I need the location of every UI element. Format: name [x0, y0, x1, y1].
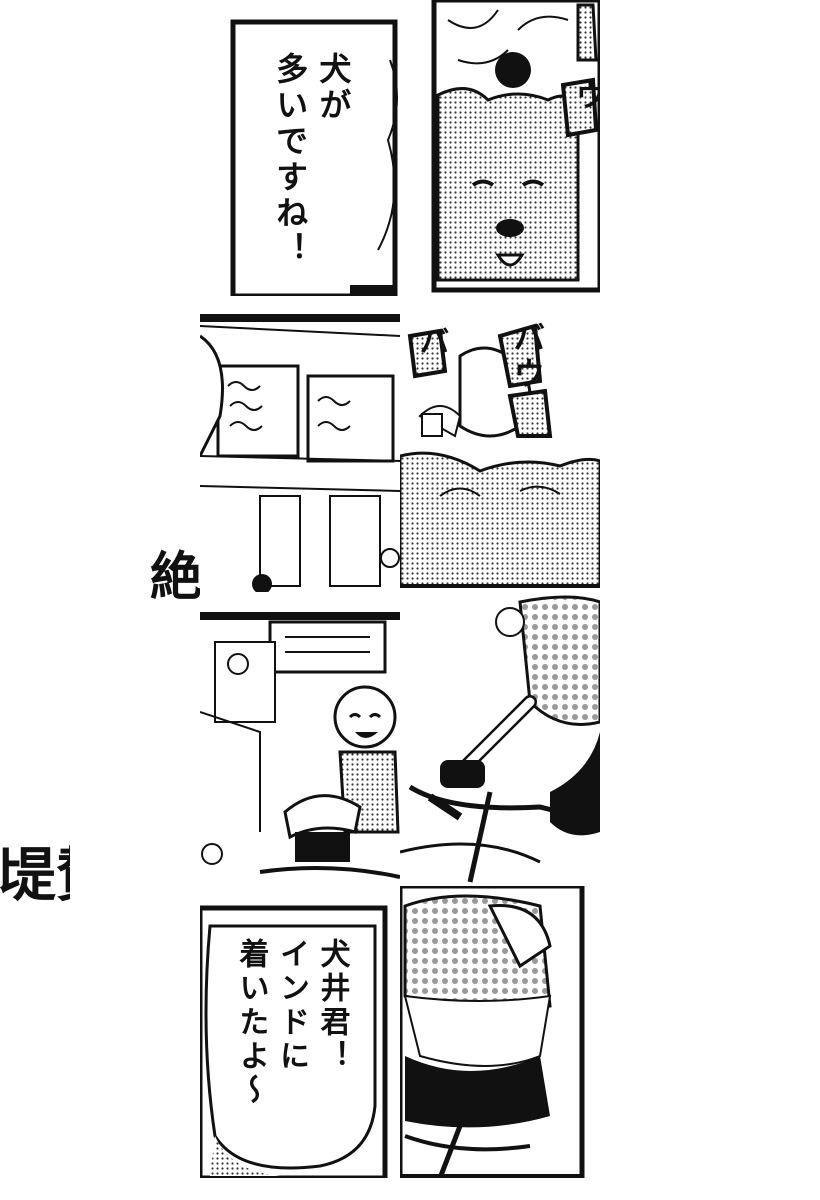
- panel-speech-arrived-india: 犬井君！ インドに 着いたよ〜: [200, 886, 400, 1178]
- sfx-u: ウ: [569, 80, 601, 114]
- barking-dog-illustration: [400, 296, 600, 592]
- panel-dog-face: ウ: [428, 0, 600, 296]
- speech-text-many-dogs: 犬が 多いですね！: [271, 52, 353, 268]
- speech-bubble-frame-2: [200, 886, 400, 1178]
- cyclist-hand-illustration: [400, 592, 600, 886]
- panel-poodle-street: [200, 592, 400, 886]
- side-text-san-char: 賛: [56, 841, 70, 909]
- panel-dog-barking: バ バウ: [400, 296, 600, 592]
- side-text-zetsu: 絶: [150, 548, 203, 608]
- cyclist-torso-illustration: [400, 886, 600, 1178]
- speech-bubble-frame: [200, 0, 400, 296]
- speech-text-arrived-india: 犬井君！ インドに 着いたよ〜: [233, 938, 350, 1108]
- dog-face-illustration: [428, 0, 600, 296]
- sfx-ba: バ: [413, 326, 449, 360]
- panel-speech-many-dogs: 犬が 多いですね！: [200, 0, 400, 296]
- poodle-street-illustration: [200, 592, 400, 886]
- panel-street-signs: [200, 296, 400, 592]
- panel-cyclist-torso: [400, 886, 600, 1178]
- side-text-san: 㔭賛: [0, 828, 70, 912]
- street-signs-illustration: [200, 296, 400, 592]
- panel-cyclist-hand: [400, 592, 600, 886]
- sfx-bau: バウ: [508, 321, 547, 393]
